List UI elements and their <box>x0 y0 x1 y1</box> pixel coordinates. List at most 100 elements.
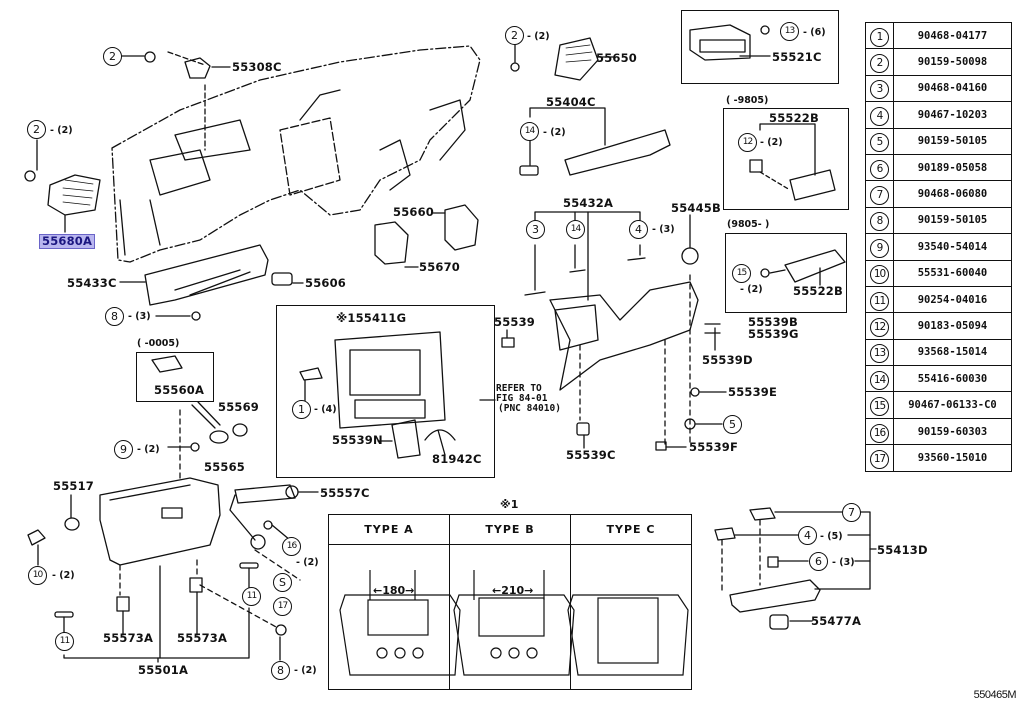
box-55521C <box>681 10 839 84</box>
callout-4-lower[interactable]: 4 <box>798 526 817 545</box>
legend-part-number[interactable]: 90159-50098 <box>893 48 1012 76</box>
callout-8-bottom[interactable]: 8 <box>271 661 290 680</box>
callout-5[interactable]: 5 <box>723 415 742 434</box>
legend-part-number[interactable]: 90159-50105 <box>893 206 1012 235</box>
legend-part-number[interactable]: 90467-10203 <box>893 101 1012 129</box>
part-label-55521C[interactable]: 55521C <box>772 50 822 64</box>
part-label-55539[interactable]: 55539 <box>494 315 536 329</box>
legend-part-number[interactable]: 90467-06133-C0 <box>893 391 1012 419</box>
type-variants-table: TYPE A ←180→ TYPE B ←210→ TYPE C <box>328 514 692 690</box>
callout-15-qty: - (2) <box>740 284 763 295</box>
part-label-55404C[interactable]: 55404C <box>546 95 596 109</box>
box-55411G <box>276 305 495 478</box>
legend-ref-circle: 3 <box>870 80 889 100</box>
part-label-55477A[interactable]: 55477A <box>811 614 862 628</box>
part-label-55522B-upper[interactable]: 55522B <box>769 111 819 125</box>
callout-9[interactable]: 9 <box>114 440 133 459</box>
part-label-55539G[interactable]: 55539G <box>748 327 799 341</box>
callout-2-left[interactable]: 2 <box>27 120 46 139</box>
legend-part-number[interactable]: 90183-05094 <box>893 312 1012 340</box>
callout-S[interactable]: S <box>273 573 292 592</box>
legend-part-number[interactable]: 90468-06080 <box>893 180 1012 208</box>
legend-ref: 6 <box>865 153 894 182</box>
callout-7[interactable]: 7 <box>842 503 861 522</box>
legend-part-number[interactable]: 55416-60030 <box>893 365 1012 393</box>
part-label-55539F[interactable]: 55539F <box>689 440 739 454</box>
callout-10[interactable]: 10 <box>28 566 47 585</box>
callout-17[interactable]: 17 <box>273 597 292 616</box>
part-label-55517[interactable]: 55517 <box>53 479 95 493</box>
part-label-55308C[interactable]: 55308C <box>232 60 282 74</box>
callout-11-left[interactable]: 11 <box>55 632 74 651</box>
part-label-55539C[interactable]: 55539C <box>566 448 616 462</box>
part-label-55565[interactable]: 55565 <box>204 460 246 474</box>
callout-12[interactable]: 12 <box>738 133 757 152</box>
callout-3[interactable]: 3 <box>526 220 545 239</box>
callout-14-upper[interactable]: 14 <box>520 122 539 141</box>
part-label-81942C[interactable]: 81942C <box>432 452 482 466</box>
legend-part-number[interactable]: 93560-15010 <box>893 444 1012 472</box>
type-a-column: TYPE A ←180→ <box>329 515 450 689</box>
legend-part-number[interactable]: 93540-54014 <box>893 233 1012 261</box>
part-label-55573A-left[interactable]: 55573A <box>103 631 154 645</box>
part-label-55557C[interactable]: 55557C <box>320 486 370 500</box>
part-label-55522B-lower[interactable]: 55522B <box>793 284 843 298</box>
part-label-55680A-highlighted[interactable]: 55680A <box>38 234 96 249</box>
type-c-header: TYPE C <box>571 515 691 545</box>
part-label-55539E[interactable]: 55539E <box>728 385 778 399</box>
part-label-55569[interactable]: 55569 <box>218 400 260 414</box>
callout-15[interactable]: 15 <box>732 264 751 283</box>
part-label-55670[interactable]: 55670 <box>419 260 461 274</box>
legend-part-number[interactable]: 90254-04016 <box>893 285 1012 314</box>
part-label-55445B[interactable]: 55445B <box>671 201 721 215</box>
legend-ref-circle: 5 <box>870 133 889 153</box>
part-label-55433C[interactable]: 55433C <box>67 276 117 290</box>
part-label-55539D[interactable]: 55539D <box>702 353 753 367</box>
callout-6[interactable]: 6 <box>809 552 828 571</box>
part-label-55650[interactable]: 55650 <box>596 51 638 65</box>
legend-part-number[interactable]: 90159-50105 <box>893 127 1012 155</box>
part-label-55573A-right[interactable]: 55573A <box>177 631 228 645</box>
part-label-55501A[interactable]: 55501A <box>138 663 189 677</box>
legend-part-number[interactable]: 90468-04177 <box>893 21 1012 50</box>
part-label-55606[interactable]: 55606 <box>305 276 347 290</box>
part-label-55413D[interactable]: 55413D <box>877 543 928 557</box>
callout-16[interactable]: 16 <box>282 537 301 556</box>
callout-2-top[interactable]: 2 <box>103 47 122 66</box>
legend-part-number[interactable]: 90468-04160 <box>893 74 1012 103</box>
part-label-55560A[interactable]: 55560A <box>154 383 205 397</box>
legend-part-number[interactable]: 93568-15014 <box>893 338 1012 367</box>
part-label-55432A[interactable]: 55432A <box>563 196 614 210</box>
legend-part-number[interactable]: 90189-05058 <box>893 153 1012 182</box>
callout-1[interactable]: 1 <box>292 400 311 419</box>
callout-8-left[interactable]: 8 <box>105 307 124 326</box>
legend-part-number[interactable]: 55531-60040 <box>893 259 1012 287</box>
callout-2-vent[interactable]: 2 <box>505 26 524 45</box>
legend-part-number[interactable]: 90159-60303 <box>893 417 1012 446</box>
part-label-55411G[interactable]: ※155411G <box>336 311 407 325</box>
callout-14-lower[interactable]: 14 <box>566 220 585 239</box>
part-label-55539N[interactable]: 55539N <box>332 433 383 447</box>
callout-4-upper[interactable]: 4 <box>629 220 648 239</box>
part-label-55660[interactable]: 55660 <box>393 205 435 219</box>
callout-11-right[interactable]: 11 <box>242 587 261 606</box>
part-label-55539B[interactable]: 55539B <box>748 315 798 329</box>
callout-13[interactable]: 13 <box>780 22 799 41</box>
